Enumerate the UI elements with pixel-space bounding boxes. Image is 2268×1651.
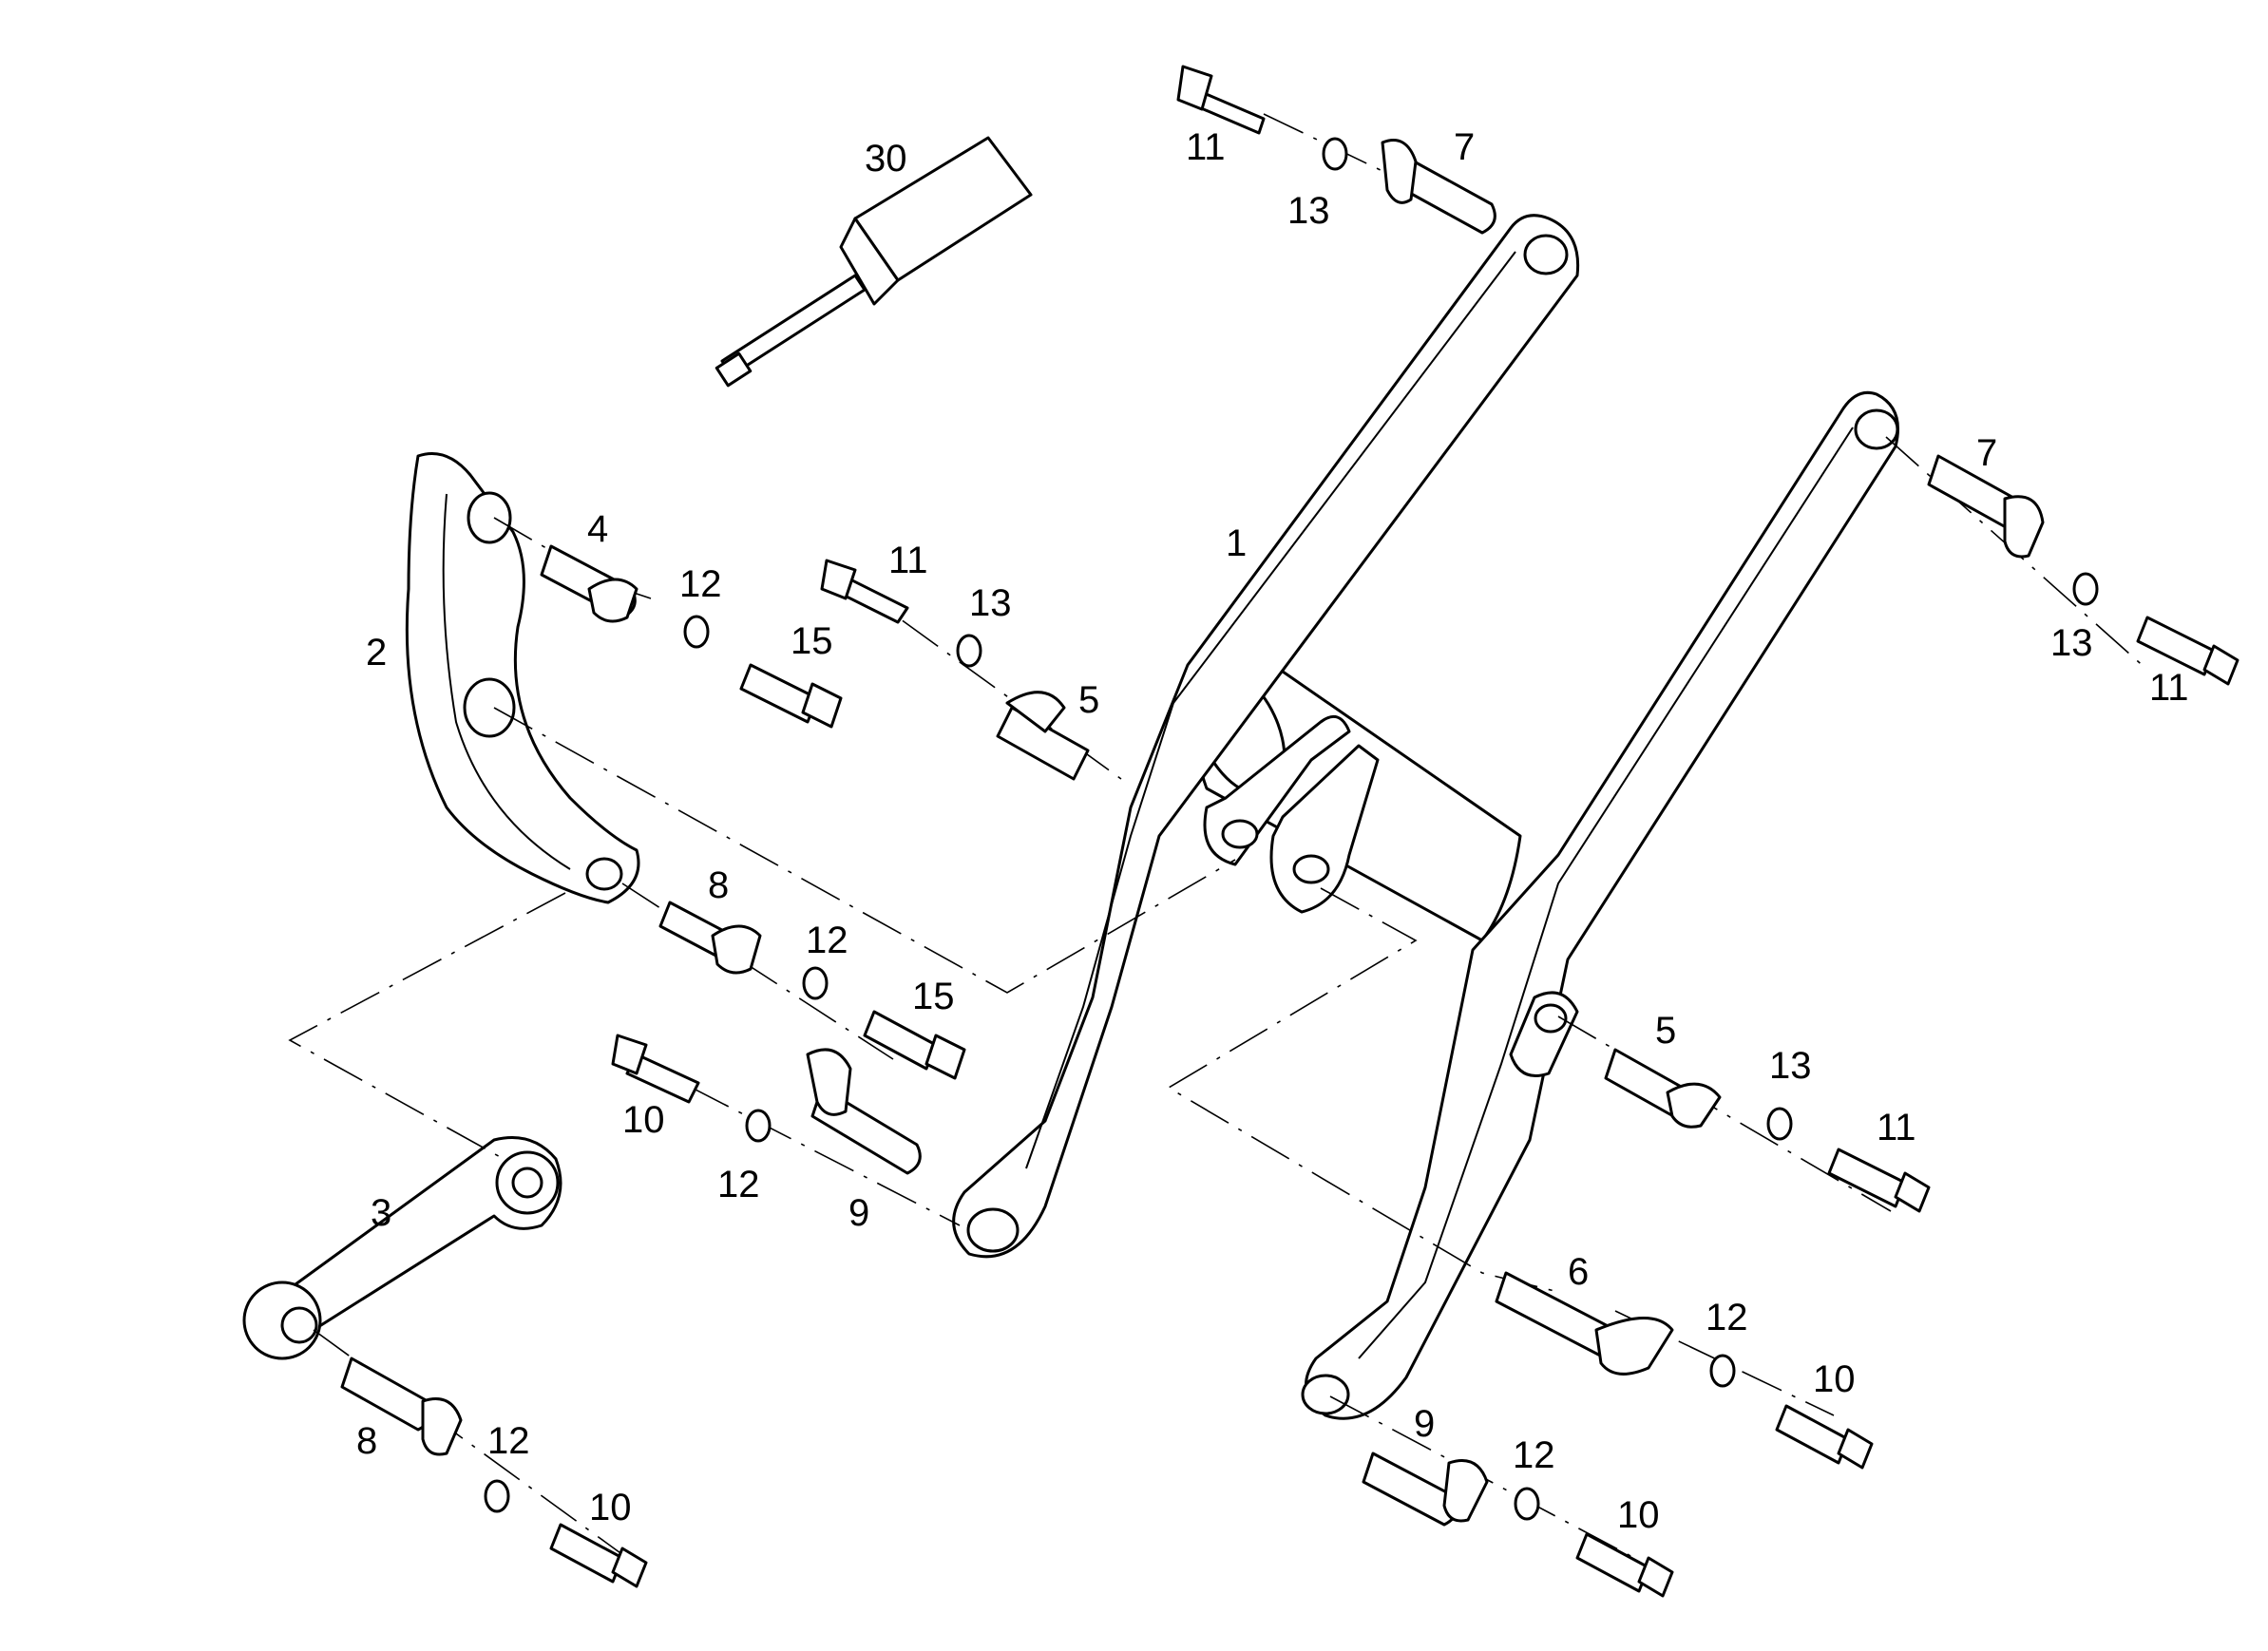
callout-11d: 11 [1877,1107,1916,1148]
callout-12c: 12 [717,1164,760,1205]
callout-10c: 10 [1617,1494,1660,1536]
callout-12d: 12 [1706,1297,1748,1338]
callout-12f: 12 [487,1420,530,1462]
callout-13a: 13 [1287,190,1330,232]
callout-7b: 7 [1976,432,1997,474]
callout-12b: 12 [806,920,848,961]
callout-9a: 9 [848,1192,869,1234]
callout-10a: 10 [622,1099,665,1141]
callout-11b: 11 [888,540,928,581]
callout-13d: 13 [1769,1045,1812,1087]
bell-crank [405,452,640,904]
callout-4: 4 [587,508,608,550]
callout-10b: 10 [1813,1358,1856,1400]
callout-12e: 12 [1513,1434,1555,1476]
callout-30: 30 [865,138,907,180]
callout-10d: 10 [589,1487,632,1528]
callout-15a: 15 [791,620,833,662]
callout-6: 6 [1568,1251,1589,1293]
callout-11a: 11 [1186,126,1226,168]
callout-9b: 9 [1414,1403,1435,1445]
callout-13b: 13 [969,582,1012,624]
callout-13c: 13 [2050,622,2093,664]
callout-5a: 5 [1078,679,1099,721]
callout-12a: 12 [679,563,722,605]
callout-5b: 5 [1655,1010,1676,1052]
callout-8b: 8 [356,1420,377,1462]
tool-holder [715,136,1033,388]
callout-8a: 8 [708,864,729,906]
callouts: 1 2 3 4 5 5 6 7 7 8 8 9 9 10 10 10 10 11… [356,126,2189,1536]
callout-2: 2 [366,632,387,674]
hardware [340,65,2239,1598]
link-rod [242,1136,562,1360]
callout-15b: 15 [912,976,955,1017]
lift-arm-frame [952,214,1899,1420]
callout-7a: 7 [1454,126,1475,168]
callout-11c: 11 [2149,667,2189,709]
callout-3: 3 [371,1192,391,1234]
callout-1: 1 [1226,522,1247,564]
